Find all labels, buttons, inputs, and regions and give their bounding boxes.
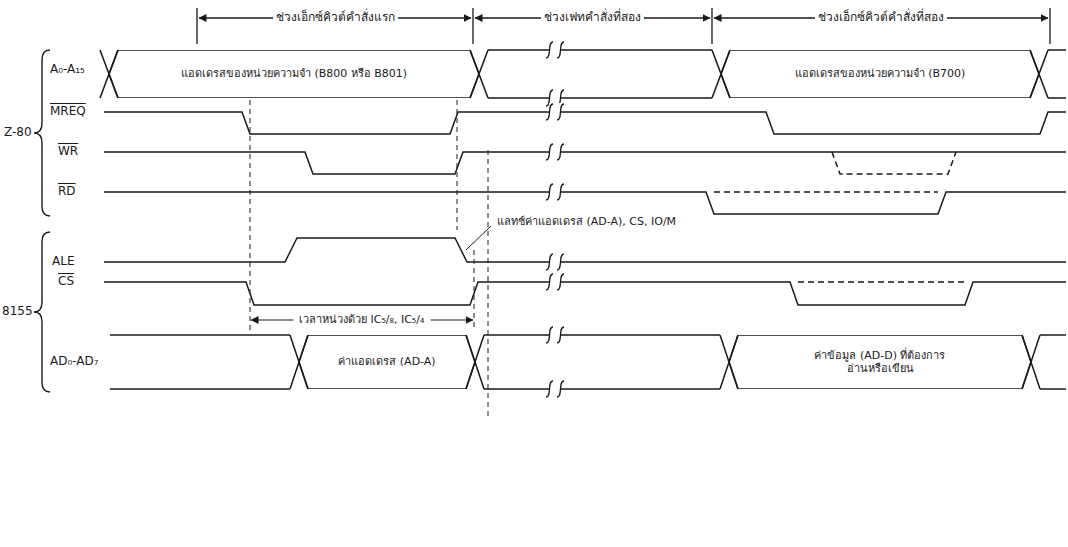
delay-arrow bbox=[431, 319, 473, 320]
signal-name: MREQ bbox=[50, 105, 86, 119]
ad-bus bbox=[110, 335, 1066, 389]
leader-line bbox=[466, 226, 491, 250]
bus-hexagon bbox=[299, 335, 475, 389]
chip-name: Z-80 bbox=[4, 126, 32, 140]
wr-waveform bbox=[104, 152, 1066, 174]
signal-name: A₀-A₁₅ bbox=[50, 63, 85, 77]
wr-dashed bbox=[832, 152, 956, 174]
bus-line bbox=[488, 97, 712, 99]
chip-name: 8155 bbox=[2, 305, 33, 319]
bus-value-text: แอดเดรสของหน่วยความจำ (B700) bbox=[795, 67, 966, 80]
bus-line bbox=[1040, 388, 1066, 390]
signal-name: WR bbox=[58, 145, 78, 159]
latch-note: แลทช์ค่าแอดเดรส (AD-A), CS, IO/M bbox=[494, 216, 679, 229]
period-label: ช่วงเฟทคำสั่งที่สอง bbox=[541, 11, 644, 25]
signal-name: CS bbox=[58, 275, 74, 289]
bus-line bbox=[110, 334, 290, 336]
bus-hexagon bbox=[721, 50, 1039, 98]
ale-waveform bbox=[104, 238, 1066, 262]
delay-note: เวลาหน่วงด้วย IC₅/₈, IC₅/₄ bbox=[296, 314, 427, 327]
guide-line bbox=[474, 250, 475, 330]
guide-line bbox=[488, 150, 489, 420]
signal-waveforms bbox=[104, 112, 1066, 305]
period-brackets bbox=[197, 8, 1050, 44]
signal-braces bbox=[34, 50, 50, 392]
rd-waveform bbox=[104, 192, 1066, 214]
bus-hexagon bbox=[729, 335, 1031, 389]
bus-line bbox=[484, 334, 720, 336]
data-bus-value: ค่าข้อมูล (AD-D) ที่ต้องการอ่านหรือเขียน bbox=[720, 335, 1040, 389]
bus-value-text: แอดเดรสของหน่วยความจำ (B800 หรือ B801) bbox=[181, 67, 407, 80]
address-bus bbox=[100, 50, 1066, 98]
bus-line bbox=[484, 388, 720, 390]
signal-name: AD₀-AD₇ bbox=[50, 355, 99, 369]
bus-value-text: ค่าข้อมูล (AD-D) ที่ต้องการอ่านหรือเขียน bbox=[805, 349, 955, 375]
brace bbox=[34, 232, 50, 392]
delay-arrow bbox=[251, 319, 293, 320]
bracket-tick bbox=[1049, 8, 1050, 44]
guide-line bbox=[250, 100, 251, 330]
bus-line bbox=[488, 49, 712, 51]
rd-dashed bbox=[714, 191, 938, 193]
bus-line bbox=[1048, 49, 1066, 51]
bracket-tick bbox=[196, 8, 197, 44]
signal-name: RD bbox=[58, 185, 76, 199]
period-label: ช่วงเอ็กซ์คิวต์คำสั่งแรก bbox=[273, 11, 398, 25]
timing-guides bbox=[250, 100, 488, 420]
cs-dashed bbox=[798, 281, 965, 283]
cs-waveform bbox=[104, 282, 1066, 305]
bus-line bbox=[1040, 334, 1066, 336]
data-bus-value: ค่าแอดเดรส (AD-A) bbox=[290, 335, 484, 389]
address-bus-value: แอดเดรสของหน่วยความจำ (B700) bbox=[712, 50, 1048, 98]
bus-line bbox=[1048, 97, 1066, 99]
bus-hexagon bbox=[109, 50, 479, 98]
period-label: ช่วงเอ็กซ์คิวต์คำสั่งที่สอง bbox=[815, 11, 947, 25]
mreq-waveform bbox=[104, 112, 1066, 134]
address-bus-value: แอดเดรสของหน่วยความจำ (B800 หรือ B801) bbox=[100, 50, 488, 98]
guide-line bbox=[457, 100, 458, 230]
bracket-tick bbox=[472, 8, 473, 44]
bus-value-text: ค่าแอดเดรส (AD-A) bbox=[338, 355, 435, 368]
signal-name: ALE bbox=[52, 255, 74, 269]
brace bbox=[34, 50, 50, 216]
bracket-tick bbox=[711, 8, 712, 44]
bus-line bbox=[110, 388, 290, 390]
